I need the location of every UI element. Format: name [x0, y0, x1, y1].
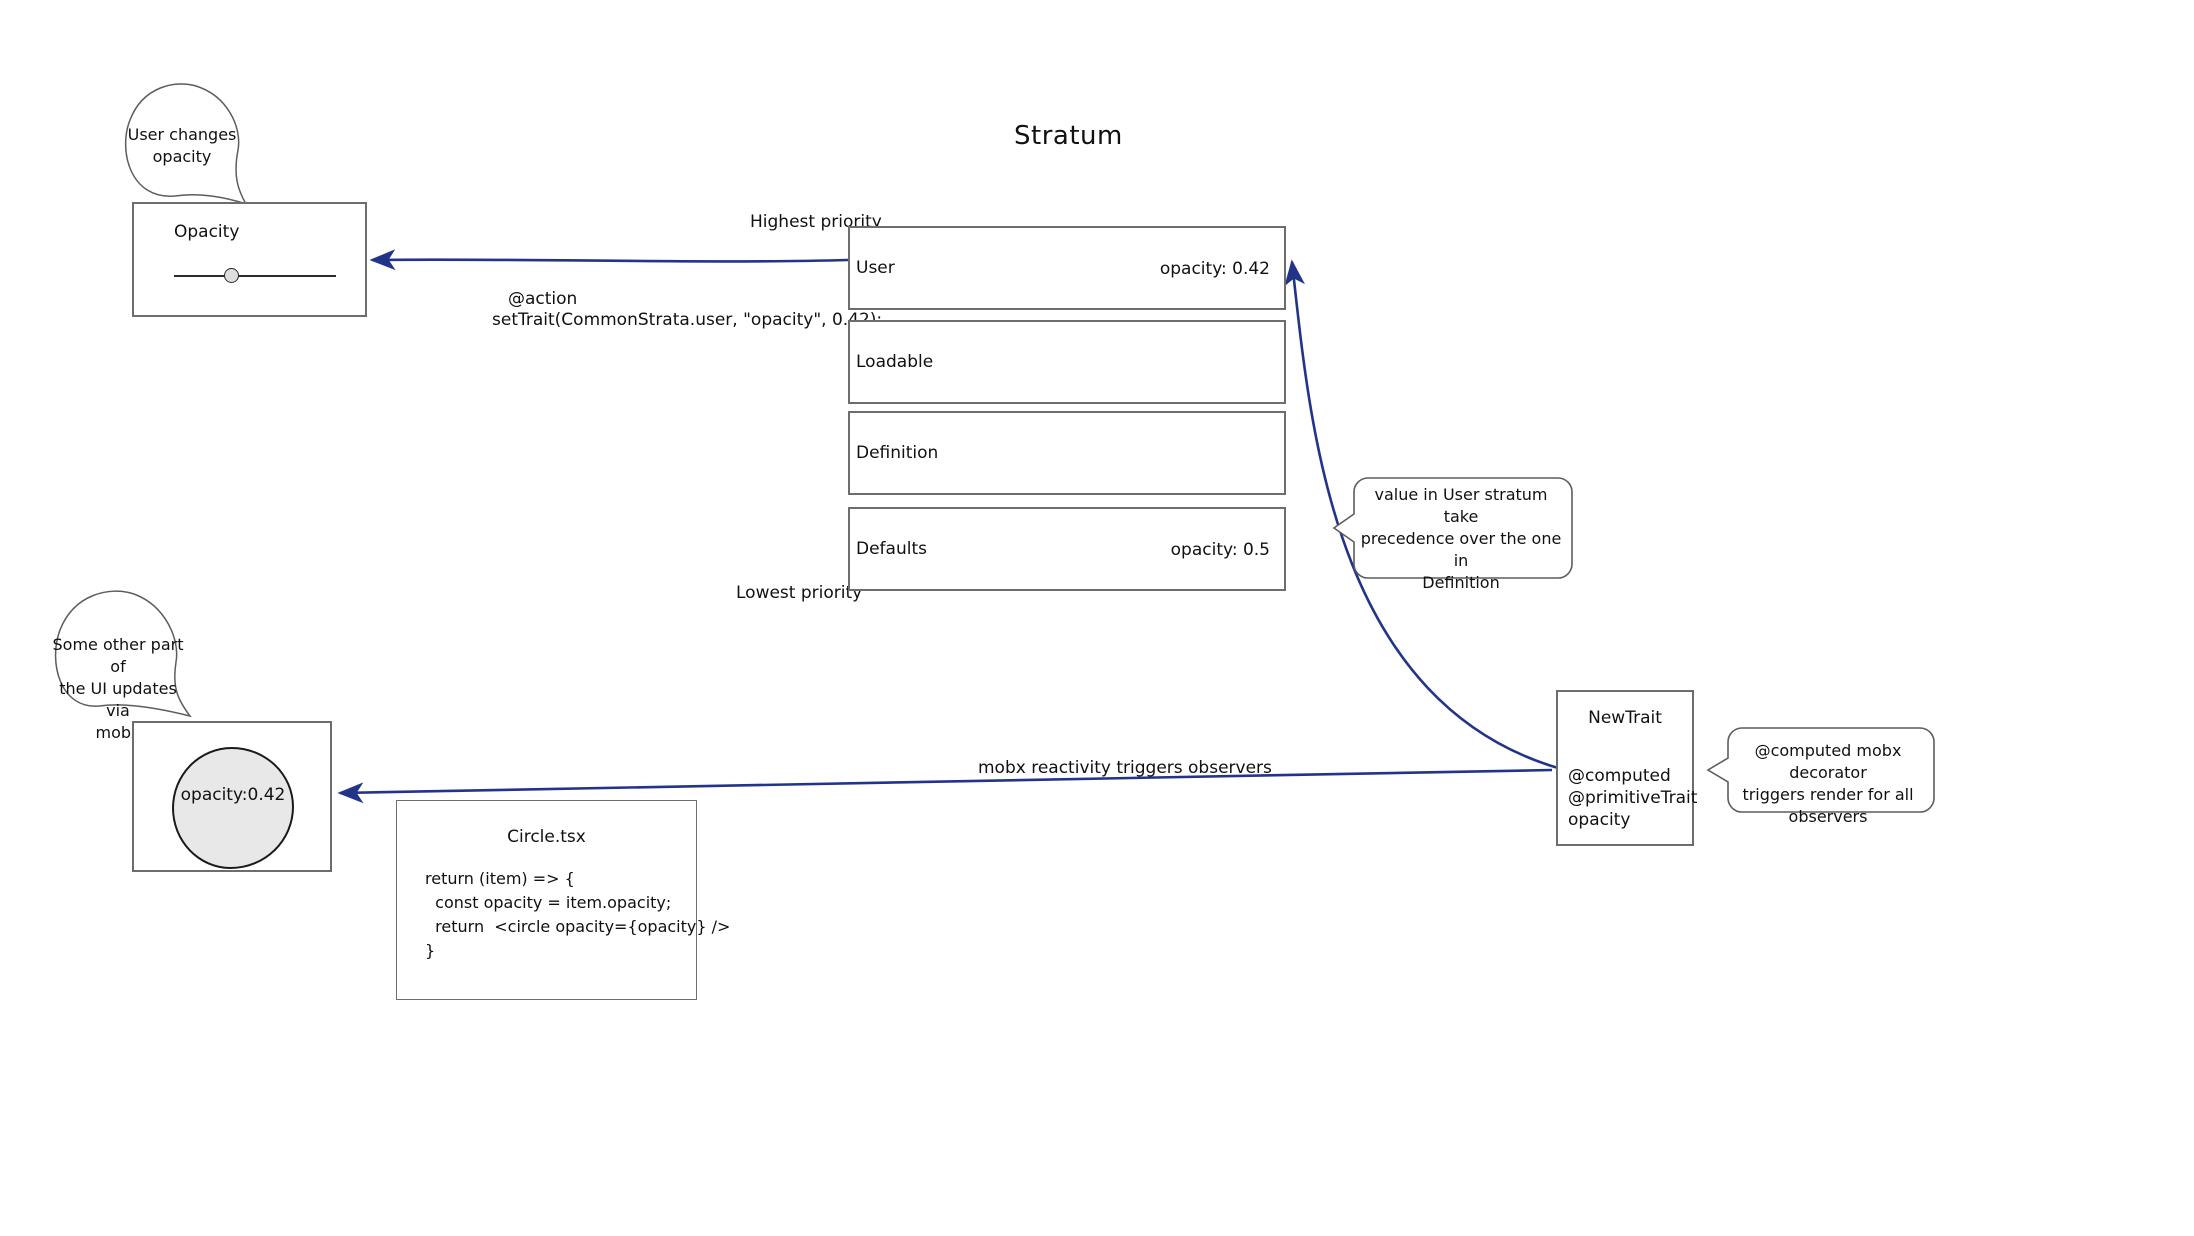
callout-precedence-label: value in User stratum take precedence ov… [1360, 485, 1562, 593]
callout-other-ui-text: Some other part of the UI updates via mo… [52, 634, 184, 744]
arrow-user-to-opacity [369, 249, 849, 271]
new-trait-opacity: opacity [1568, 810, 1631, 830]
new-trait-primitive-trait: @primitiveTrait [1568, 788, 1698, 808]
opacity-circle-label: opacity:0.42 [180, 785, 286, 805]
stratum-row-loadable[interactable]: Loadable [848, 320, 1286, 404]
opacity-circle-shape [172, 747, 294, 869]
opacity-slider-knob[interactable] [224, 268, 239, 283]
stratum-row-defaults[interactable]: Defaults opacity: 0.5 [848, 507, 1286, 591]
stratum-row-user[interactable]: User opacity: 0.42 [848, 226, 1286, 310]
circle-preview-panel[interactable]: opacity:0.42 [132, 721, 332, 872]
callout-computed-label: @computed mobx decorator triggers render… [1742, 741, 1914, 827]
callout-user-changes-label: User changes opacity [127, 125, 237, 167]
code-panel-title: Circle.tsx [507, 827, 586, 847]
stratum-name-definition: Definition [856, 443, 939, 463]
page-title: Stratum [1014, 121, 1123, 151]
callout-precedence-text: value in User stratum take precedence ov… [1356, 484, 1566, 594]
code-panel-body: return (item) => { const opacity = item.… [425, 869, 731, 960]
stratum-value-defaults: opacity: 0.5 [1170, 540, 1270, 560]
callout-other-ui-label: Some other part of the UI updates via mo… [52, 635, 184, 743]
opacity-panel-label: Opacity [174, 222, 240, 242]
new-trait-panel[interactable]: NewTrait @computed @primitiveTrait opaci… [1556, 690, 1698, 846]
opacity-slider-track[interactable] [174, 275, 336, 277]
action-note-line1: @action [508, 289, 578, 309]
stratum-name-loadable: Loadable [856, 352, 934, 372]
stratum-row-definition[interactable]: Definition [848, 411, 1286, 495]
opacity-panel[interactable]: Opacity [132, 202, 367, 317]
new-trait-computed: @computed [1568, 766, 1671, 786]
opacity-slider[interactable] [174, 266, 336, 286]
stratum-name-user: User [856, 258, 895, 278]
code-panel-circle-tsx[interactable]: Circle.tsx return (item) => { const opac… [396, 800, 730, 1000]
stratum-value-user: opacity: 0.42 [1159, 259, 1270, 279]
arrow-newtrait-to-circle [337, 768, 1553, 804]
action-note-line2: setTrait(CommonStrata.user, "opacity", 0… [492, 310, 883, 330]
lowest-priority-label: Lowest priority [736, 583, 863, 603]
edge-label-mobx-reactivity: mobx reactivity triggers observers [978, 758, 1272, 778]
new-trait-title: NewTrait [1588, 708, 1662, 728]
callout-user-changes-text: User changes opacity [122, 124, 242, 168]
callout-computed-text: @computed mobx decorator triggers render… [1730, 740, 1926, 828]
stratum-name-defaults: Defaults [856, 539, 927, 559]
